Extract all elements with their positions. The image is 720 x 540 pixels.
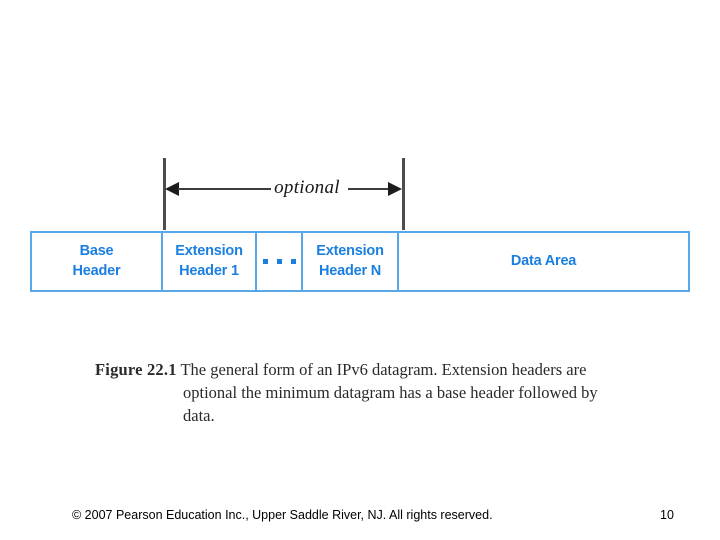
optional-span-annotation: optional: [160, 155, 410, 233]
optional-span-left-tick: [163, 158, 166, 230]
field-extension-header-1-line2: Header 1: [179, 263, 239, 279]
caption-line-1-text: The general form of an IPv6 datagram. Ex…: [180, 360, 587, 379]
ellipsis-dots-icon: [262, 259, 296, 264]
caption-line-3: data.: [183, 406, 215, 425]
arrow-left-head-icon: [165, 182, 179, 196]
field-base-header-line2: Header: [72, 263, 121, 279]
slide-footer: © 2007 Pearson Education Inc., Upper Sad…: [0, 508, 720, 528]
arrow-left-shaft: [178, 188, 271, 190]
optional-label: optional: [274, 177, 340, 198]
figure-caption: Figure 22.1 The general form of an IPv6 …: [95, 358, 635, 427]
caption-line-2: optional the minimum datagram has a base…: [183, 383, 598, 402]
arrow-right-head-icon: [388, 182, 402, 196]
optional-span-right-tick: [402, 158, 405, 230]
field-ellipsis: [257, 233, 303, 290]
field-base-header: Base Header: [32, 233, 163, 290]
footer-page-number: 10: [660, 508, 674, 522]
ipv6-datagram-bar: Base Header Extension Header 1 Extension…: [30, 231, 690, 292]
field-extension-header-n: Extension Header N: [303, 233, 399, 290]
field-base-header-line1: Base: [79, 243, 114, 259]
field-extension-header-1: Extension Header 1: [163, 233, 257, 290]
field-extension-header-1-line1: Extension: [175, 243, 243, 259]
ellipsis-dot: [262, 259, 268, 264]
field-extension-header-n-line1: Extension: [316, 243, 384, 259]
caption-line-1: Figure 22.1 The general form of an IPv6 …: [95, 358, 635, 381]
footer-copyright: © 2007 Pearson Education Inc., Upper Sad…: [72, 508, 493, 522]
field-extension-header-n-line2: Header N: [318, 263, 382, 279]
figure-number: Figure 22.1: [95, 360, 177, 379]
field-data-area-label: Data Area: [510, 253, 577, 269]
ellipsis-dot: [290, 259, 296, 264]
ellipsis-dot: [276, 259, 282, 264]
arrow-right-shaft: [348, 188, 394, 190]
field-data-area: Data Area: [399, 233, 688, 290]
